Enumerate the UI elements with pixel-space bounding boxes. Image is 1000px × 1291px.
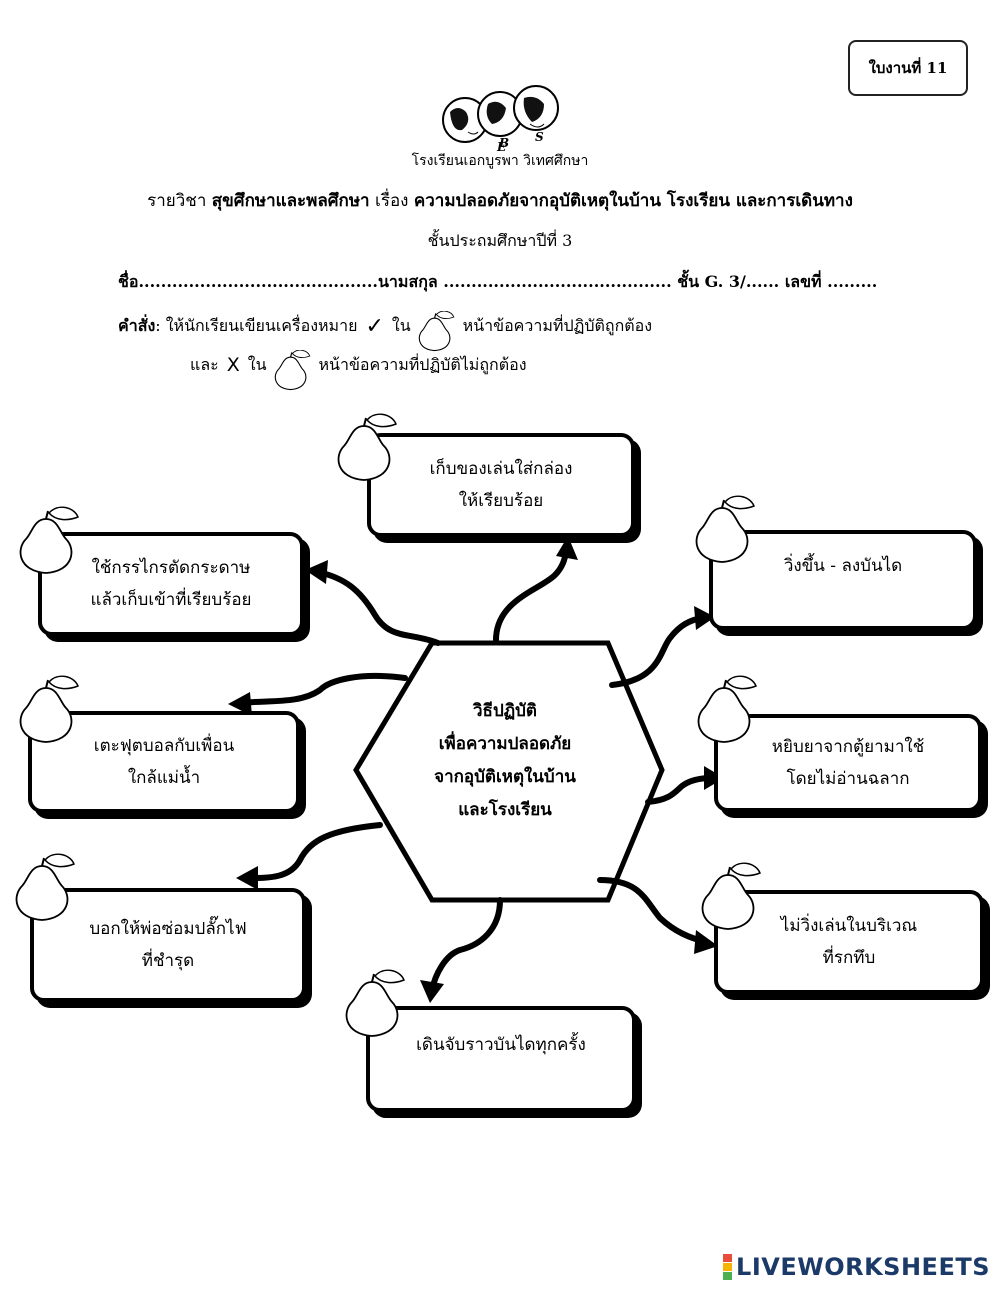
fruit-icon [411,310,463,352]
check-mark-icon: ✓ [365,313,384,339]
brand-logo-icon [723,1253,733,1281]
instruction-label: คำสั่ง [118,315,156,335]
statement-box-toys: เก็บของเล่นใส่กล่อง ให้เรียบร้อย [367,433,635,537]
statement-text: ใกล้แม่น้ำ [127,768,201,788]
statement-text: ที่ชำรุด [141,951,195,971]
student-info-fields: ชื่อ....................................… [118,272,878,291]
statement-box-football: เตะฟุตบอลกับเพื่อน ใกล้แม่น้ำ [28,711,300,813]
logo-letter-b: B [499,136,510,150]
brand-square [723,1253,733,1262]
statement-text: แล้วเก็บเข้าที่เรียบร้อย [90,590,252,610]
connector-arrows [237,542,715,993]
brand-square [723,1262,733,1271]
statement-text: เก็บของเล่นใส่กล่อง [429,458,573,479]
instruction-text: : ให้นักเรียนเขียนเครื่องหมาย [155,315,358,335]
statement-box-handrail: เดินจับราวบันไดทุกครั้ง [366,1006,636,1112]
instruction-in-2: ใน [247,354,267,374]
center-line: เพื่อความปลอดภัย [438,734,572,755]
logo-letter-s: S [535,130,544,144]
statement-text: หยิบยาจากตู้ยามาใช้ [771,736,925,757]
topic-prefix: เรื่อง [369,191,414,211]
subject-name: สุขศึกษาและพลศึกษา [211,191,370,211]
instruction-line-2: และ X ใน หน้าข้อความที่ปฏิบัติไม่ถูกต้อง [190,349,527,391]
statement-box-bushes: ไม่วิ่งเล่นในบริเวณ ที่รกทึบ [714,890,984,994]
statement-text: ที่รกทึบ [822,948,876,968]
grade-level: ชั้นประถมศึกษาปีที่ 3 [427,231,573,250]
statement-box-plug: บอกให้พ่อซ่อมปลั๊กไฟ ที่ชำรุด [30,888,306,1002]
worksheet-number: ใบงานที่ 11 [848,40,968,96]
subject-line: รายวิชา สุขศึกษาและพลศึกษา เรื่อง ความปล… [0,187,1000,214]
topic-title: ความปลอดภัยจากอุบัติเหตุในบ้าน โรงเรียน … [413,191,853,211]
brand-square [723,1271,733,1280]
statement-text: เตะฟุตบอลกับเพื่อน [93,735,235,756]
center-hexagon [353,640,665,903]
instruction-and: และ [190,354,219,374]
statement-text: เดินจับราวบันไดทุกครั้ง [416,1034,586,1055]
center-line: วิธีปฏิบัติ [473,701,537,721]
center-line: และโรงเรียน [458,800,552,821]
fruit-icon [267,349,319,391]
statement-text: บอกให้พ่อซ่อมปลั๊กไฟ [89,918,247,939]
liveworksheets-brand: LIVEWORKSHEETS [723,1253,990,1281]
brand-text: LIVEWORKSHEETS [736,1253,990,1281]
school-name: โรงเรียนเอกบูรพา วิเทศศึกษา [411,153,589,169]
arrowheads [228,536,724,1003]
statement-text: ให้เรียบร้อย [458,491,544,511]
instruction-in: ใน [391,315,411,335]
instruction-correct: หน้าข้อความที่ปฏิบัติถูกต้อง [462,315,653,335]
statement-box-medicine: หยิบยาจากตู้ยามาใช้ โดยไม่อ่านฉลาก [714,714,982,812]
subject-prefix: รายวิชา [147,191,212,211]
logo-letter-e: E [497,140,507,154]
instruction-line-1: คำสั่ง : ให้นักเรียนเขียนเครื่องหมาย ✓ ใ… [118,310,653,352]
instruction-incorrect: หน้าข้อความที่ปฏิบัติไม่ถูกต้อง [318,354,527,374]
center-line: จากอุบัติเหตุในบ้าน [434,767,576,788]
statement-text: วิ่งขึ้น - ลงบันได [783,555,903,576]
school-logo [442,85,559,143]
x-mark-icon: X [226,354,240,376]
statement-box-stairs-running: วิ่งขึ้น - ลงบันได [709,530,977,630]
statement-text: โดยไม่อ่านฉลาก [786,769,910,789]
center-title: วิธีปฏิบัติ เพื่อความปลอดภัย จากอุบัติเห… [380,695,630,828]
statement-text: ไม่วิ่งเล่นในบริเวณ [780,915,918,936]
statement-text: ใช้กรรไกรตัดกระดาษ [91,557,251,578]
statement-box-scissors: ใช้กรรไกรตัดกระดาษ แล้วเก็บเข้าที่เรียบร… [38,532,304,636]
